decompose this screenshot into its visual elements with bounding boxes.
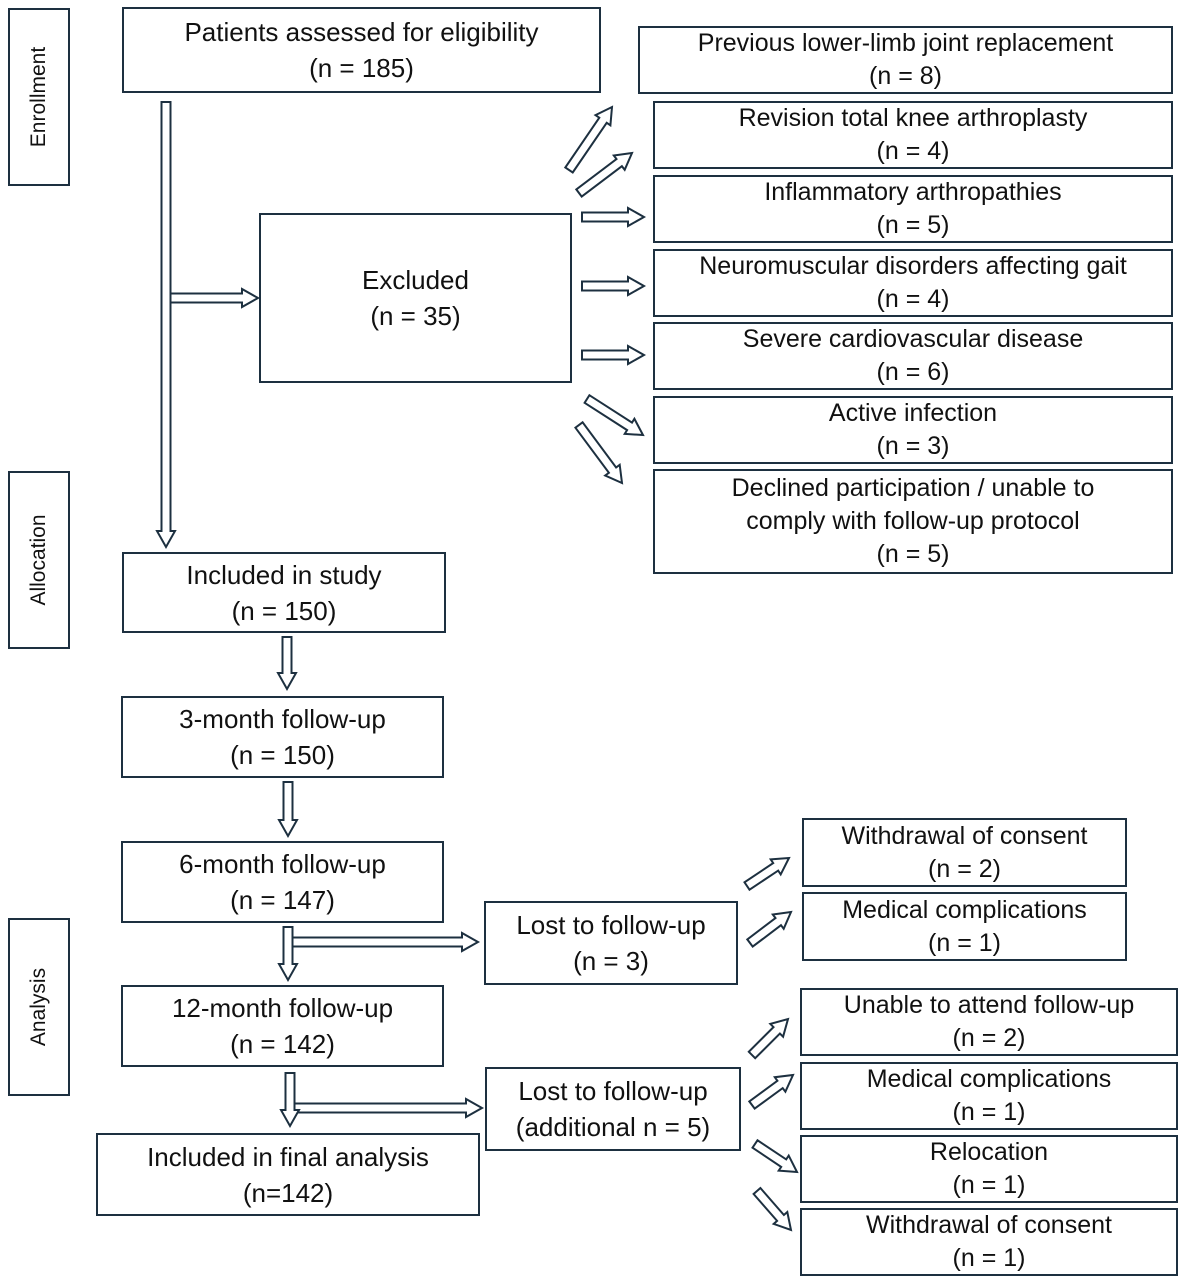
arrow-to-followup-12 (277, 926, 299, 983)
arrow-to-lost-followup-1 (289, 931, 481, 953)
lost-reason-count: (n = 1) (952, 1244, 1026, 1272)
stage-allocation: Allocation (8, 471, 70, 649)
exclusion-label: Declined participation / unable to (731, 474, 1095, 502)
excluded-label: Excluded (362, 265, 469, 295)
followup-6-label: 6-month follow-up (179, 849, 386, 879)
exclusion-count: (n = 6) (876, 358, 950, 386)
lost-reason-label: Withdrawal of consent (866, 1211, 1112, 1239)
lost-reason-count: (n = 2) (952, 1024, 1026, 1052)
lost-reason-count: (n = 1) (928, 928, 1001, 957)
exclusion-item: Declined participation / unable to compl… (653, 469, 1173, 574)
lost-followup-label: Lost to follow-up (518, 1076, 708, 1106)
lost-reason-label: Medical complications (842, 895, 1087, 924)
arrow-to-lost-reason (745, 910, 793, 949)
exclusion-count: (n = 3) (876, 432, 950, 460)
stage-enrollment: Enrollment (8, 8, 70, 186)
exclusion-count: (n = 5) (876, 211, 950, 239)
included-count: (n = 150) (231, 595, 337, 626)
arrow-to-excluded (169, 287, 261, 309)
lost-reason-label: Medical complications (866, 1065, 1112, 1093)
assessed-box: Patients assessed for eligibility (n = 1… (122, 7, 601, 93)
arrow-to-exclusion (581, 344, 647, 366)
arrow-to-exclusion (583, 393, 645, 437)
exclusion-label: comply with follow-up protocol (746, 507, 1080, 535)
exclusion-label: Previous lower-limb joint replacement (697, 29, 1114, 57)
exclusion-count: (n = 8) (869, 62, 942, 90)
followup-3-box: 3-month follow-up (n = 150) (121, 696, 444, 778)
exclusion-label: Active infection (828, 399, 998, 427)
lost-reason-item: Withdrawal of consent (n = 2) (802, 818, 1127, 887)
exclusion-label: Severe cardiovascular disease (742, 325, 1084, 353)
stage-analysis-label: Analysis (27, 967, 50, 1047)
arrow-to-lost-followup-2 (293, 1097, 485, 1119)
lost-followup-count: (n = 3) (573, 946, 649, 976)
assessed-label: Patients assessed for eligibility (184, 17, 539, 47)
assessed-count: (n = 185) (309, 53, 414, 83)
excluded-count: (n = 35) (370, 301, 461, 331)
arrow-to-exclusion (574, 151, 634, 199)
lost-reason-count: (n = 1) (952, 1098, 1026, 1126)
exclusion-label: Inflammatory arthropathies (764, 178, 1062, 206)
final-analysis-label: Included in final analysis (147, 1141, 429, 1172)
exclusion-item: Neuromuscular disorders affecting gait (… (653, 249, 1173, 317)
followup-12-label: 12-month follow-up (171, 993, 394, 1023)
arrow-to-followup-6 (277, 781, 299, 839)
lost-followup-label: Lost to follow-up (516, 910, 706, 940)
exclusion-item: Previous lower-limb joint replacement (n… (638, 26, 1173, 94)
lost-reason-item: Relocation (n = 1) (800, 1135, 1178, 1203)
arrow-to-exclusion (563, 105, 614, 174)
exclusion-item: Severe cardiovascular disease (n = 6) (653, 322, 1173, 390)
final-analysis-count: (n=142) (242, 1177, 334, 1208)
arrow-to-lost-reason (743, 856, 791, 892)
arrow-to-exclusion (581, 275, 647, 297)
exclusion-item: Active infection (n = 3) (653, 396, 1173, 464)
excluded-box: Excluded (n = 35) (259, 213, 572, 383)
lost-followup-box-1: Lost to follow-up (n = 3) (484, 901, 738, 985)
exclusion-count: (n = 4) (876, 285, 950, 313)
exclusion-item: Revision total knee arthroplasty (n = 4) (653, 101, 1173, 169)
lost-reason-label: Unable to attend follow-up (843, 991, 1135, 1019)
lost-reason-item: Withdrawal of consent (n = 1) (800, 1208, 1178, 1276)
exclusion-count: (n = 4) (876, 137, 950, 165)
exclusion-item: Inflammatory arthropathies (n = 5) (653, 175, 1173, 243)
followup-12-count: (n = 142) (230, 1029, 335, 1059)
followup-6-box: 6-month follow-up (n = 147) (121, 841, 444, 923)
lost-reason-item: Unable to attend follow-up (n = 2) (800, 988, 1178, 1056)
lost-reason-count: (n = 1) (952, 1171, 1026, 1199)
arrow-to-exclusion (574, 420, 624, 485)
arrow-to-lost-reason (752, 1186, 793, 1232)
lost-followup-count: (additional n = 5) (515, 1112, 711, 1142)
included-label: Included in study (186, 559, 382, 590)
arrow-to-followup-3 (276, 636, 298, 692)
followup-3-count: (n = 150) (230, 740, 335, 770)
followup-12-box: 12-month follow-up (n = 142) (121, 985, 444, 1067)
followup-6-count: (n = 147) (230, 885, 335, 915)
exclusion-label: Neuromuscular disorders affecting gait (699, 252, 1127, 280)
included-box: Included in study (n = 150) (122, 552, 446, 633)
arrow-to-lost-reason (751, 1138, 799, 1174)
arrow-to-exclusion (581, 206, 647, 228)
arrow-to-included (155, 101, 177, 550)
lost-reason-label: Withdrawal of consent (841, 821, 1088, 850)
exclusion-count: (n = 5) (876, 540, 950, 568)
lost-reason-label: Relocation (929, 1138, 1049, 1166)
arrow-to-lost-reason (747, 1017, 790, 1060)
arrow-to-lost-reason (747, 1073, 795, 1110)
lost-reason-item: Medical complications (n = 1) (800, 1062, 1178, 1130)
final-analysis-box: Included in final analysis (n=142) (96, 1133, 480, 1216)
stage-allocation-label: Allocation (27, 514, 50, 606)
lost-followup-box-2: Lost to follow-up (additional n = 5) (485, 1067, 741, 1151)
exclusion-label: Revision total knee arthroplasty (738, 104, 1088, 132)
followup-3-label: 3-month follow-up (179, 704, 386, 734)
arrow-to-final-analysis (279, 1072, 301, 1129)
lost-reason-item: Medical complications (n = 1) (802, 892, 1127, 961)
stage-analysis: Analysis (8, 918, 70, 1096)
lost-reason-count: (n = 2) (928, 854, 1001, 883)
stage-enrollment-label: Enrollment (27, 46, 50, 148)
